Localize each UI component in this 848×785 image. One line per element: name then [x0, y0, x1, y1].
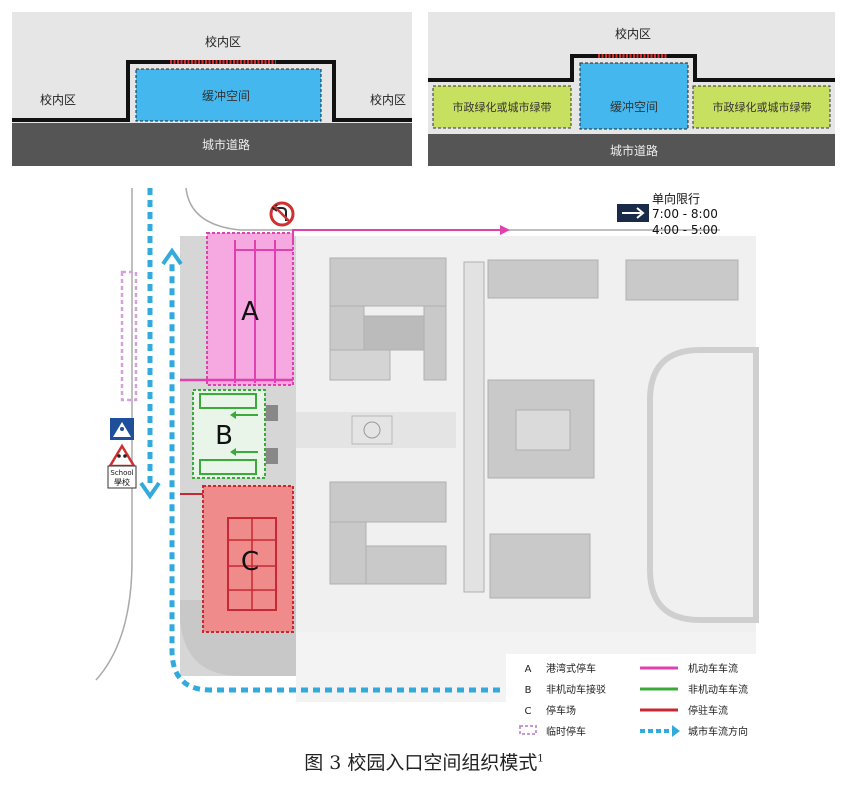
legend-a-label: 港湾式停车 [546, 662, 596, 675]
section-diagram-right: 校内区 市政绿化或城市绿带 市政绿化或城市绿带 缓冲空间 城市道路 [428, 12, 835, 166]
one-way-restriction: 单向限行 7:00 - 8:00 4:00 - 5:00 [617, 191, 718, 237]
one-way-time-2: 4:00 - 5:00 [652, 223, 718, 237]
street-edge [95, 188, 133, 681]
figure-caption: 图 3 校园入口空间组织模式1 [0, 748, 848, 775]
one-way-time-1: 7:00 - 8:00 [652, 207, 718, 221]
temporary-parking [120, 270, 138, 402]
legend: A 港湾式停车 B 非机动车接驳 C 停车场 临时停车 机动车车流 非机动车车流… [506, 654, 756, 744]
legend-city-flow: 城市车流方向 [688, 725, 748, 738]
street-edge [185, 187, 720, 231]
legend-c-label: 停车场 [546, 704, 576, 717]
green-left-label: 市政绿化或城市绿带 [453, 100, 552, 114]
legend-a-key: A [525, 664, 532, 675]
city-flow-loop [169, 262, 500, 693]
school-sign-cn: 學校 [114, 477, 130, 487]
buffer-label: 缓冲空间 [202, 88, 250, 103]
school-warning-sign-icon: School 學校 [107, 443, 137, 489]
no-left-turn-sign-icon [269, 201, 295, 227]
green-right-label: 市政绿化或城市绿带 [713, 100, 812, 114]
caption-footnote: 1 [537, 753, 544, 765]
motor-flow-route [292, 229, 500, 245]
road-label: 城市道路 [202, 137, 250, 152]
legend-c-key: C [525, 706, 532, 717]
caption-text: 图 3 校园入口空间组织模式 [304, 752, 538, 774]
green-belt-right [692, 85, 831, 129]
campus-top-label: 校内区 [615, 26, 651, 41]
legend-motor-flow: 机动车车流 [688, 662, 738, 675]
zone-a-label: A [241, 297, 259, 327]
running-track [647, 347, 759, 623]
buffer-space [135, 68, 322, 122]
legend-nonmotor-flow: 非机动车车流 [688, 683, 748, 696]
site-plan: A B C [95, 187, 759, 702]
zone-c-label: C [241, 547, 259, 577]
buffer-space [579, 62, 689, 130]
campus-left-label: 校内区 [40, 92, 76, 107]
legend-b-key: B [525, 685, 532, 696]
legend-parking-flow: 停驻车流 [688, 704, 728, 717]
figure: 校内区 校内区 校内区 缓冲空间 城市道路 校内区 市政绿化或城市绿带 市政绿化… [12, 12, 835, 744]
zone-b-bike-transfer: B [192, 389, 278, 479]
legend-b-label: 非机动车接驳 [546, 683, 606, 696]
temporary-parking-swatch [519, 725, 537, 735]
campus-right-label: 校内区 [370, 92, 406, 107]
school-sign-en: School [110, 469, 133, 477]
legend-temp-label: 临时停车 [546, 725, 586, 738]
city-flow-arrow-icon [672, 725, 680, 737]
zone-a-bay-parking: A [180, 225, 510, 386]
buildings [329, 257, 739, 599]
one-way-label: 单向限行 [652, 191, 700, 206]
central-plaza [296, 412, 456, 448]
road-label: 城市道路 [610, 143, 658, 158]
buffer-label: 缓冲空间 [610, 99, 658, 114]
section-diagram-left: 校内区 校内区 校内区 缓冲空间 城市道路 [12, 12, 412, 166]
zone-b-label: B [215, 421, 233, 451]
crosswalk-sign-icon [110, 418, 134, 440]
zone-c-parking-lot: C [180, 485, 294, 633]
road-band [12, 123, 412, 166]
campus-top-label: 校内区 [205, 34, 241, 49]
green-belt-left [432, 85, 572, 129]
road-band [428, 134, 835, 166]
